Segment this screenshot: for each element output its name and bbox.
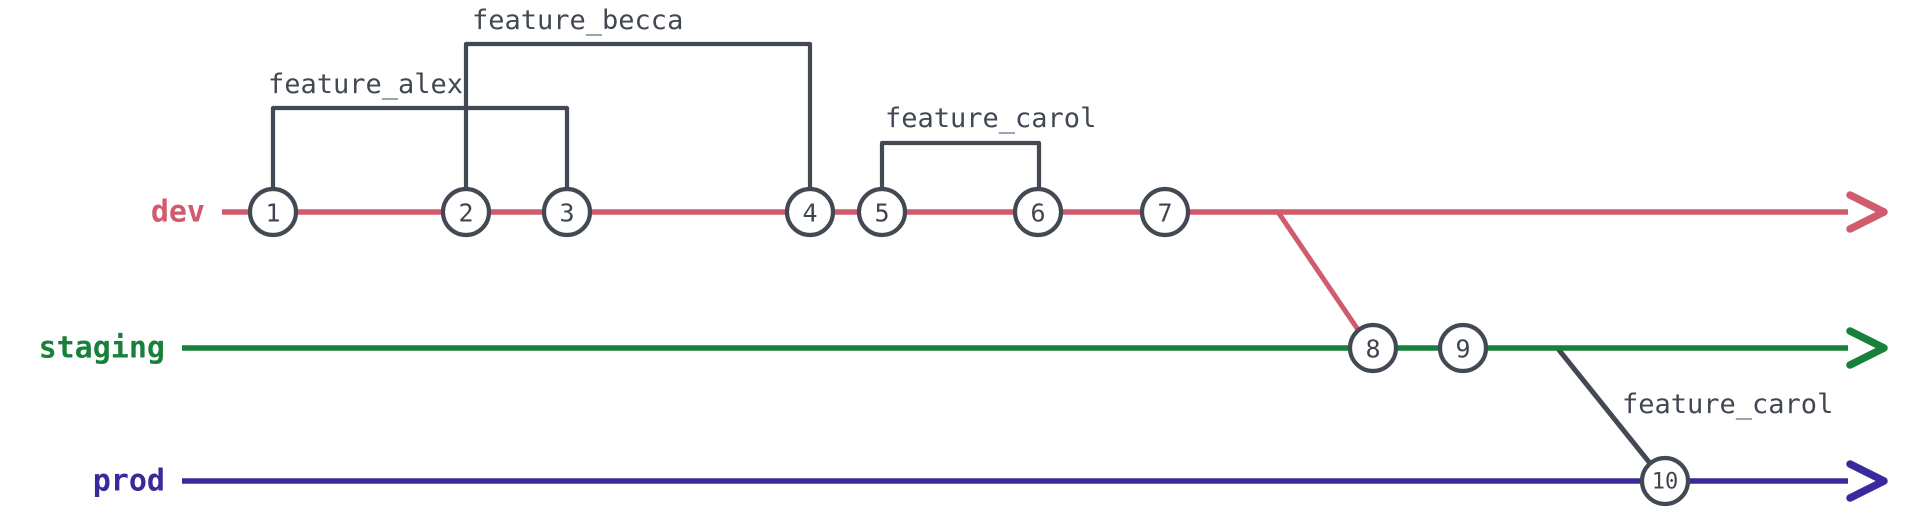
commit-node-9[interactable] bbox=[1437, 322, 1489, 374]
commit-node-8[interactable] bbox=[1347, 322, 1399, 374]
feature-bracket-feature_becca bbox=[463, 41, 813, 215]
commit-node-1[interactable] bbox=[247, 186, 299, 238]
commit-node-7[interactable] bbox=[1139, 186, 1191, 238]
feature-label-feature_becca: feature_becca bbox=[472, 5, 684, 36]
branch-label-prod: prod bbox=[92, 463, 165, 499]
merge-line-dev-to-staging bbox=[1275, 209, 1368, 343]
commit-node-4[interactable] bbox=[784, 186, 836, 238]
feature-bracket-feature_alex bbox=[270, 105, 570, 215]
feature-branch-brackets bbox=[270, 41, 1042, 215]
commit-node-6[interactable] bbox=[1012, 186, 1064, 238]
arrowhead-staging bbox=[1846, 327, 1888, 369]
feature-label-feature_alex: feature_alex bbox=[268, 69, 464, 100]
arrowhead-prod bbox=[1846, 460, 1888, 502]
merge-line-staging-to-prod-feature-carol bbox=[1556, 347, 1660, 475]
branch-lines bbox=[182, 191, 1888, 502]
merge-label-staging-to-prod-feature-carol: feature_carol bbox=[1622, 389, 1834, 420]
feature-bracket-feature_carol_dev bbox=[879, 140, 1042, 215]
commit-node-3[interactable] bbox=[541, 186, 593, 238]
commit-node-2[interactable] bbox=[440, 186, 492, 238]
commit-node-5[interactable] bbox=[856, 186, 908, 238]
branch-label-dev: dev bbox=[150, 194, 205, 230]
feature-label-feature_carol_dev: feature_carol bbox=[885, 103, 1097, 134]
commit-nodes bbox=[247, 186, 1691, 507]
arrowhead-dev bbox=[1846, 191, 1888, 233]
branch-label-staging: staging bbox=[38, 330, 165, 366]
merge-lines bbox=[1275, 209, 1660, 475]
commit-node-10[interactable] bbox=[1639, 455, 1691, 507]
